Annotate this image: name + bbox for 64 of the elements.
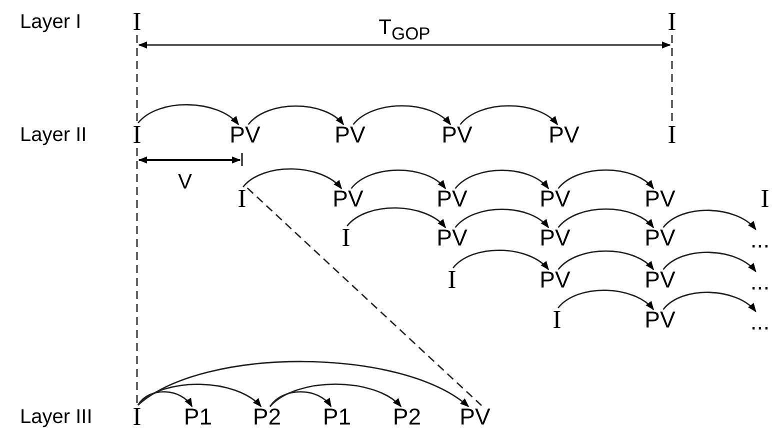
arrow: [454, 170, 550, 190]
layer-label: Layer III: [20, 407, 92, 427]
arrow: [452, 250, 550, 270]
frame-label: P2: [252, 406, 282, 428]
arrow: [662, 252, 756, 272]
arrow: [269, 391, 332, 408]
arrow: [138, 104, 240, 126]
frame-label: ...: [749, 310, 771, 334]
frame-label: P1: [182, 406, 214, 428]
frame-label: I: [760, 186, 770, 212]
arrow: [248, 105, 344, 126]
arrow: [138, 41, 671, 49]
arrow: [138, 384, 262, 408]
layer-label: Layer II: [20, 125, 87, 145]
frame-label: I: [666, 9, 678, 35]
frame-label: I: [132, 122, 142, 148]
dashed-line: [246, 187, 482, 406]
frame-label: I: [552, 307, 562, 333]
arrow: [350, 169, 446, 190]
dimension-label: V: [178, 172, 192, 192]
frame-label: PV: [644, 188, 676, 210]
frame-label: I: [666, 122, 678, 148]
frame-label: PV: [644, 268, 676, 292]
arrow: [662, 292, 756, 312]
frame-label: PV: [644, 226, 676, 250]
arrow: [460, 105, 558, 126]
frame-label: I: [132, 9, 142, 35]
frame-label: PV: [538, 188, 572, 210]
arrow: [138, 360, 470, 408]
frame-label: ...: [749, 228, 771, 252]
arrow: [270, 383, 402, 408]
frame-label: PV: [334, 124, 366, 146]
arrow: [346, 207, 446, 228]
frame-label: PV: [332, 188, 364, 210]
arrow: [558, 208, 654, 228]
frame-label: PV: [538, 226, 572, 250]
frame-label: PV: [548, 124, 580, 146]
arrow: [352, 105, 452, 126]
frame-label: ...: [749, 270, 771, 294]
dashed-line: [136, 148, 138, 404]
arrow: [558, 250, 654, 270]
dashed-line: [671, 35, 673, 122]
arrow: [558, 169, 654, 190]
frame-label: P1: [322, 406, 352, 428]
arrow: [662, 210, 756, 230]
edge-label: T$_{GOP}$: [378, 17, 432, 43]
frame-label: PV: [436, 188, 468, 210]
frame-label: P2: [392, 406, 422, 428]
frame-label: I: [446, 267, 458, 293]
dashed-line: [136, 35, 138, 122]
frame-label: PV: [458, 406, 492, 428]
frame-label: PV: [538, 268, 572, 292]
frame-label: I: [340, 225, 352, 251]
frame-label: PV: [228, 124, 262, 146]
layer-label: Layer I: [20, 12, 82, 32]
arrow: [138, 391, 193, 408]
frame-label: I: [236, 186, 248, 212]
frame-label: I: [132, 404, 142, 430]
arrow: [242, 168, 342, 190]
frame-label: PV: [440, 124, 474, 146]
frame-label: PV: [644, 308, 676, 332]
arrow: [558, 290, 654, 310]
frame-label: PV: [436, 226, 468, 250]
arrow: [454, 208, 550, 228]
